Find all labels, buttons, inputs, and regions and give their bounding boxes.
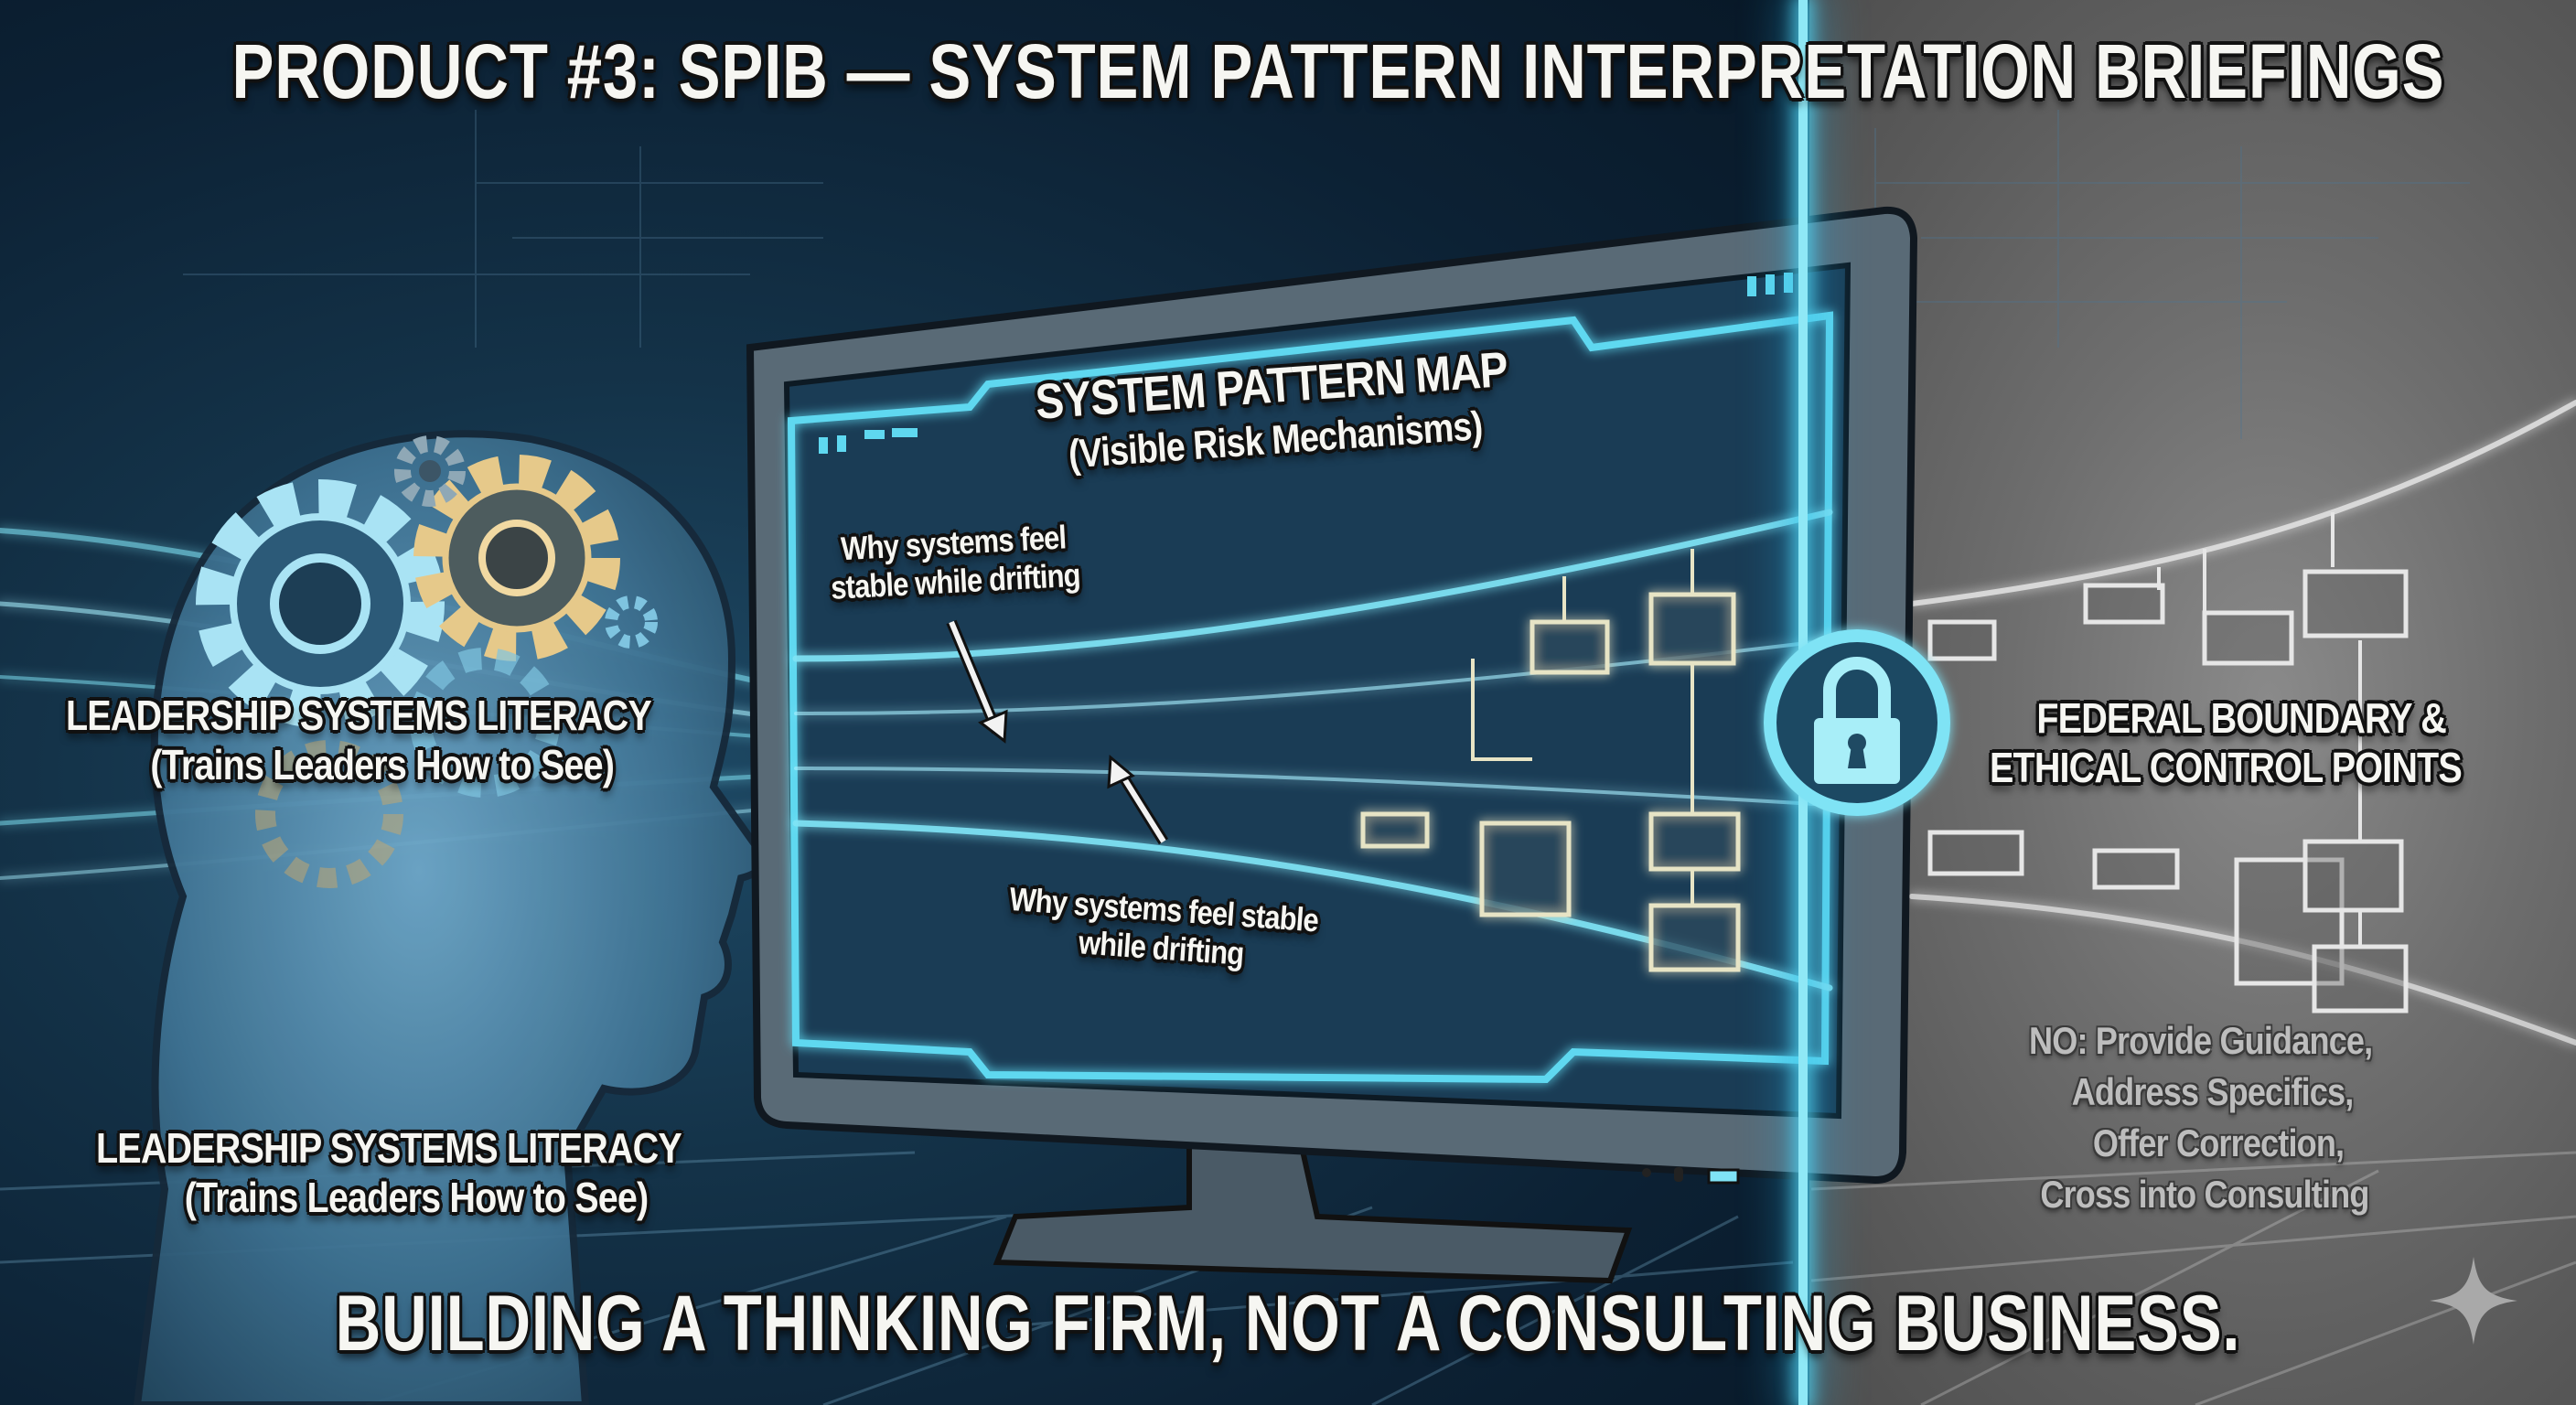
federal-boundary-label: FEDERAL BOUNDARY & ETHICAL CONTROL POINT… bbox=[1990, 693, 2463, 792]
annotation-top: Why systems feel stable while drifting bbox=[828, 518, 1081, 607]
head-label-line1: LEADERSHIP SYSTEMS LITERACY bbox=[66, 692, 652, 739]
gear-icon-small bbox=[394, 435, 466, 507]
gear-icon-large-blue bbox=[196, 479, 445, 728]
restriction-line1: NO: Provide Guidance, bbox=[2029, 1019, 2373, 1062]
federal-boundary-line2: ETHICAL CONTROL POINTS bbox=[1990, 744, 2463, 791]
sparkle-icon bbox=[2430, 1257, 2517, 1345]
head-label: LEADERSHIP SYSTEMS LITERACY (Trains Lead… bbox=[66, 691, 652, 789]
restriction-line2: Address Specifics, bbox=[2071, 1070, 2355, 1113]
bottom-label-line1: LEADERSHIP SYSTEMS LITERACY bbox=[96, 1124, 682, 1172]
restriction-line3: Offer Correction, bbox=[2092, 1121, 2345, 1164]
head-label-line2: (Trains Leaders How to See) bbox=[150, 741, 615, 788]
bottom-left-label: LEADERSHIP SYSTEMS LITERACY (Trains Lead… bbox=[96, 1123, 682, 1222]
footer-tagline: BUILDING A THINKING FIRM, NOT A CONSULTI… bbox=[335, 1280, 2241, 1367]
page-title: PRODUCT #3: SPIB — SYSTEM PATTERN INTERP… bbox=[231, 28, 2445, 114]
gear-icon-gold bbox=[413, 455, 620, 661]
bottom-label-line2: (Trains Leaders How to See) bbox=[184, 1174, 649, 1221]
federal-boundary-line1: FEDERAL BOUNDARY & bbox=[2036, 694, 2446, 742]
restriction-line4: Cross into Consulting bbox=[2040, 1173, 2369, 1216]
restrictions-list: NO: Provide Guidance, Address Specifics,… bbox=[2029, 1015, 2373, 1220]
